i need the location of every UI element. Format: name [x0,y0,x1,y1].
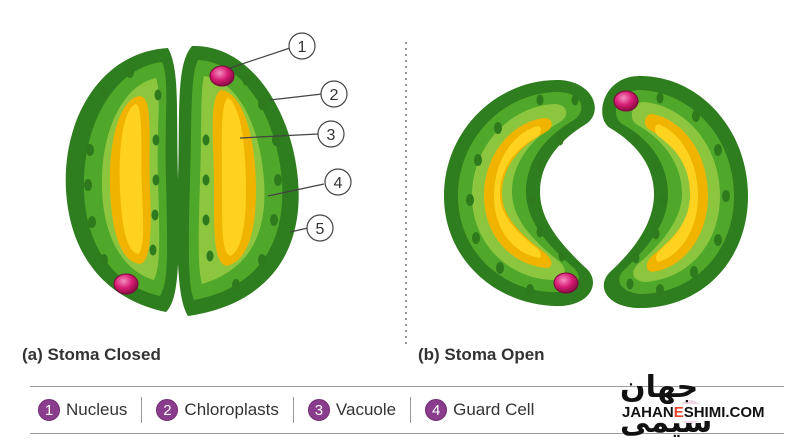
watermark-logo: جهان شیمی JAHANESHIMI.COM [620,370,792,440]
callout-3: 3 [317,120,345,148]
legend-badge-3: 3 [307,399,330,421]
closed-left-nucleus [113,273,139,295]
open-right-guard-cell [602,76,748,309]
legend-item-guard-cell: 4 Guard Cell [425,395,534,425]
legend-label-chloroplasts: Chloroplasts [184,400,279,419]
open-left-chloroplasts [466,94,579,296]
legend-badge-4: 4 [425,399,448,421]
watermark-url-e: E [673,404,684,421]
open-right-nucleus [613,90,639,112]
legend-badge-1: 1 [38,399,60,421]
caption-stoma-open: (b) Stoma Open [418,345,545,364]
closed-right-chloroplasts [202,74,282,291]
legend-top-rule [30,386,784,387]
legend-item-nucleus: 1 Nucleus [38,395,127,425]
callout-5-label: 5 [316,221,325,238]
legend-label-nucleus: Nucleus [66,400,128,419]
callout-1: 1 [288,32,316,60]
legend: 1 Nucleus 2 Chloroplasts 3 Vacuole 4 Gua… [38,395,534,425]
legend-separator [141,397,143,423]
open-right-chloroplasts [626,92,730,296]
closed-right-nucleus [209,65,235,87]
open-left-guard-cell [444,79,595,307]
watermark-url: JAHANESHIMI.COM [620,404,767,421]
legend-bottom-rule [30,433,784,434]
closed-left-chloroplasts [84,66,162,296]
legend-separator [410,397,412,423]
callout-5: 5 [306,214,334,242]
callout-3-label: 3 [327,127,336,144]
caption-stoma-closed: (a) Stoma Closed [22,345,161,364]
legend-item-chloroplasts: 2 Chloroplasts [156,395,279,425]
callout-4: 4 [324,168,352,196]
callout-lines [229,47,325,233]
legend-separator [292,397,294,423]
callout-2: 2 [320,80,348,108]
closed-left-guard-cell [65,48,179,312]
callout-1-label: 1 [298,39,307,56]
closed-right-guard-cell [177,45,299,316]
stomata-diagram: 1 2 3 4 5 [65,32,748,345]
callout-markers: 1 2 3 4 5 [288,32,352,242]
callout-4-label: 4 [334,175,343,192]
open-left-nucleus [553,272,579,294]
closed-stoma: 1 2 3 4 5 [65,32,352,316]
legend-badge-2: 2 [156,399,179,421]
watermark-url-suffix: SHIMI.COM [683,404,765,421]
legend-label-guard-cell: Guard Cell [453,400,535,419]
legend-item-vacuole: 3 Vacuole [307,395,397,425]
watermark-url-prefix: JAHAN [622,404,674,421]
open-stoma [444,76,748,309]
callout-2-label: 2 [330,87,339,104]
legend-label-vacuole: Vacuole [335,400,397,419]
